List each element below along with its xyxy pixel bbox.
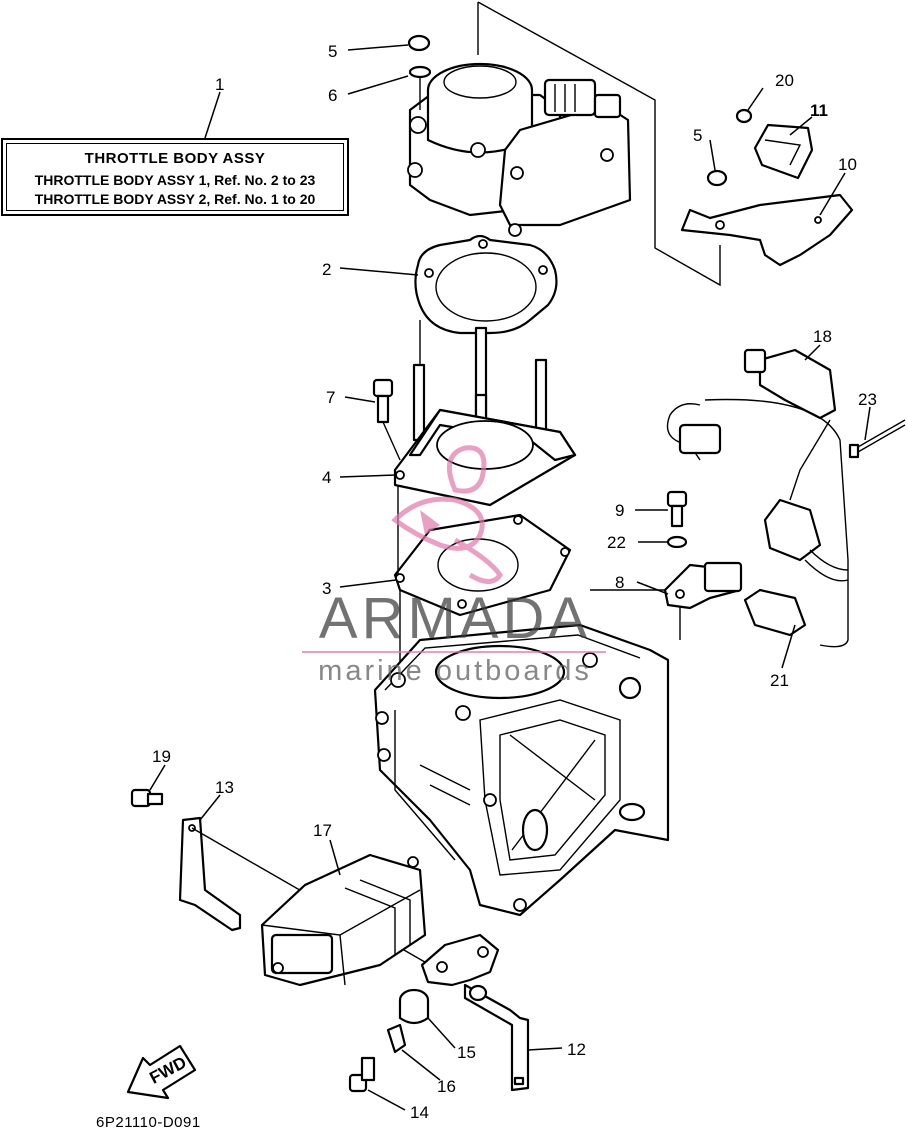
callout-8: 8 <box>615 573 624 592</box>
throttle-body <box>407 62 632 237</box>
grommet-collar-bolt <box>348 988 430 1093</box>
component-17 <box>260 853 427 987</box>
title-box: THROTTLE BODY ASSY THROTTLE BODY ASSY 1,… <box>1 138 349 216</box>
callout-19: 19 <box>152 747 171 766</box>
callout-15: 15 <box>457 1043 476 1062</box>
callout-5-top: 5 <box>328 42 337 61</box>
bracket-10 <box>407 34 854 267</box>
leader-lines <box>149 44 871 1111</box>
callout-23: 23 <box>858 390 877 409</box>
gasket-3 <box>393 485 572 678</box>
callout-14: 14 <box>410 1103 429 1122</box>
callout-5-right: 5 <box>693 126 702 145</box>
callout-22: 22 <box>607 533 626 552</box>
callout-17: 17 <box>313 821 332 840</box>
callout-10: 10 <box>838 155 857 174</box>
sensor-harness <box>666 348 906 648</box>
watermark-logo-icon <box>391 445 503 584</box>
bolt-7 <box>372 378 401 461</box>
fwd-arrow-icon: FWD <box>126 1044 197 1100</box>
callout-labels: 1 5 6 2 7 4 3 5 20 11 10 18 23 9 22 8 21… <box>152 42 877 1122</box>
callout-1: 1 <box>215 75 224 94</box>
callout-21: 21 <box>770 671 789 690</box>
callout-12: 12 <box>567 1040 586 1059</box>
gasket-2 <box>414 234 558 335</box>
callout-20: 20 <box>775 71 794 90</box>
callout-2: 2 <box>322 260 331 279</box>
callout-9: 9 <box>615 501 624 520</box>
watermark-divider <box>302 651 606 653</box>
callout-6: 6 <box>328 86 337 105</box>
callout-18: 18 <box>813 327 832 346</box>
callout-11: 11 <box>810 101 828 120</box>
bracket-12 <box>420 933 530 1092</box>
title-box-line-2: THROTTLE BODY ASSY 2, Ref. No. 1 to 20 <box>34 191 316 207</box>
title-box-line-1: THROTTLE BODY ASSY 1, Ref. No. 2 to 23 <box>34 172 316 188</box>
callout-16: 16 <box>437 1077 456 1096</box>
sensor-8 <box>663 490 743 610</box>
callout-3: 3 <box>322 579 331 598</box>
diagram-code: 6P21110-D091 <box>96 1114 201 1131</box>
callout-13: 13 <box>215 778 234 797</box>
callout-4: 4 <box>322 468 331 487</box>
callout-7: 7 <box>326 388 335 407</box>
title-box-heading: THROTTLE BODY ASSY <box>84 150 266 167</box>
intake-manifold <box>373 623 670 917</box>
watermark-subtitle: marine outboards <box>318 655 592 687</box>
watermark-name: ARMADA <box>318 586 592 651</box>
